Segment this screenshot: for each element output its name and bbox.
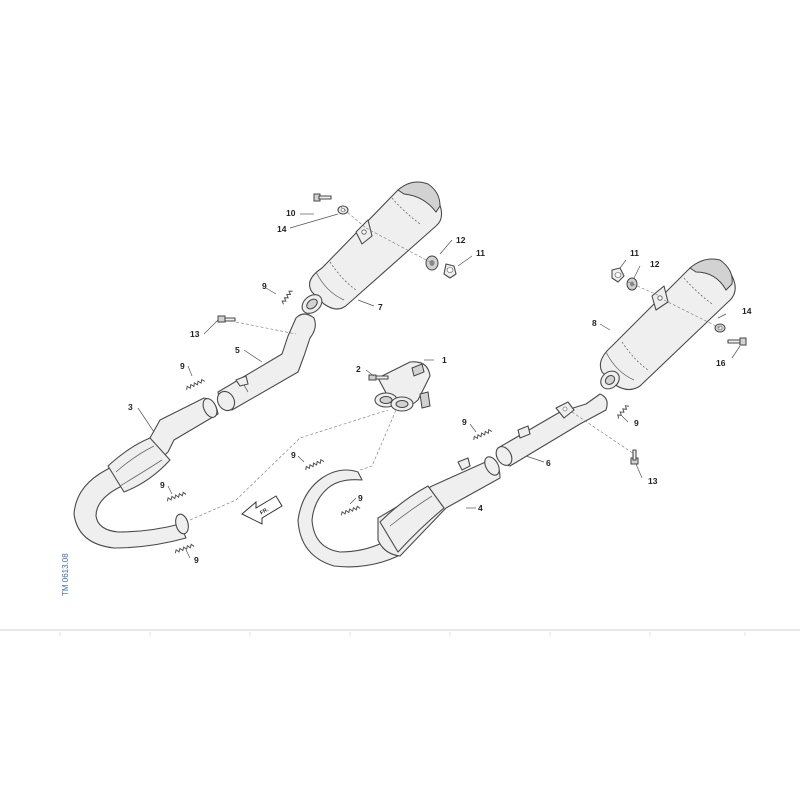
callout-11: 11 (630, 248, 639, 258)
callout-7: 7 (378, 302, 383, 312)
header-pipe-4 (297, 456, 501, 568)
reference-code: TM 0613.08 (61, 553, 70, 596)
grommet-12-right (626, 277, 638, 291)
front-direction-arrow: FR. (241, 495, 283, 525)
spring-9-c (166, 491, 187, 502)
callout-10: 10 (286, 208, 296, 218)
grommet-12-left (425, 255, 439, 271)
spring-9-a (281, 290, 293, 305)
front-arrow-label: FR. (259, 507, 270, 517)
callout-12: 12 (456, 235, 466, 245)
spring-9-f (340, 505, 361, 516)
header-pipe-3 (73, 397, 219, 549)
callout-14: 14 (742, 306, 752, 316)
bolt-10 (313, 193, 332, 202)
callout-9: 9 (291, 450, 296, 460)
link-pipe-5 (216, 313, 316, 412)
washer-14-left (337, 205, 349, 215)
callout-14: 14 (277, 224, 287, 234)
assembly-lines (189, 205, 721, 521)
callout-11: 11 (476, 248, 485, 258)
bottom-separator (0, 629, 800, 636)
leader-lines (137, 213, 741, 559)
callout-13: 13 (190, 329, 200, 339)
callout-3: 3 (128, 402, 133, 412)
spring-9-d (174, 543, 195, 554)
callout-9: 9 (180, 361, 185, 371)
callout-labels: 1 2 3 4 5 6 7 8 9 9 9 9 9 9 9 9 10 11 11… (128, 208, 752, 565)
callout-4: 4 (478, 503, 483, 513)
spring-9-e (305, 458, 325, 471)
spring-9-g (473, 428, 493, 441)
bolt-13-left (217, 315, 236, 323)
washer-14-right (714, 323, 726, 333)
callout-16: 16 (716, 358, 726, 368)
callout-6: 6 (546, 458, 551, 468)
nut-11-right (611, 267, 625, 283)
callout-9: 9 (194, 555, 199, 565)
callout-9: 9 (462, 417, 467, 427)
bolt-2 (368, 374, 389, 381)
callout-12: 12 (650, 259, 660, 269)
callout-5: 5 (235, 345, 240, 355)
callout-9: 9 (262, 281, 267, 291)
bolt-13-right (630, 449, 639, 465)
flange-clamp-1 (374, 361, 431, 412)
bolt-16 (727, 337, 747, 346)
spring-9-h (617, 405, 630, 419)
callout-9: 9 (160, 480, 165, 490)
callout-8: 8 (592, 318, 597, 328)
callout-9: 9 (358, 493, 363, 503)
link-pipe-6 (495, 393, 608, 467)
nut-11-left (443, 263, 457, 279)
callout-13: 13 (648, 476, 658, 486)
callout-9: 9 (634, 418, 639, 428)
callout-1: 1 (442, 355, 447, 365)
spring-9-b (186, 378, 206, 390)
callout-2: 2 (356, 364, 361, 374)
muffler-right (599, 258, 736, 391)
muffler-left (301, 181, 443, 314)
